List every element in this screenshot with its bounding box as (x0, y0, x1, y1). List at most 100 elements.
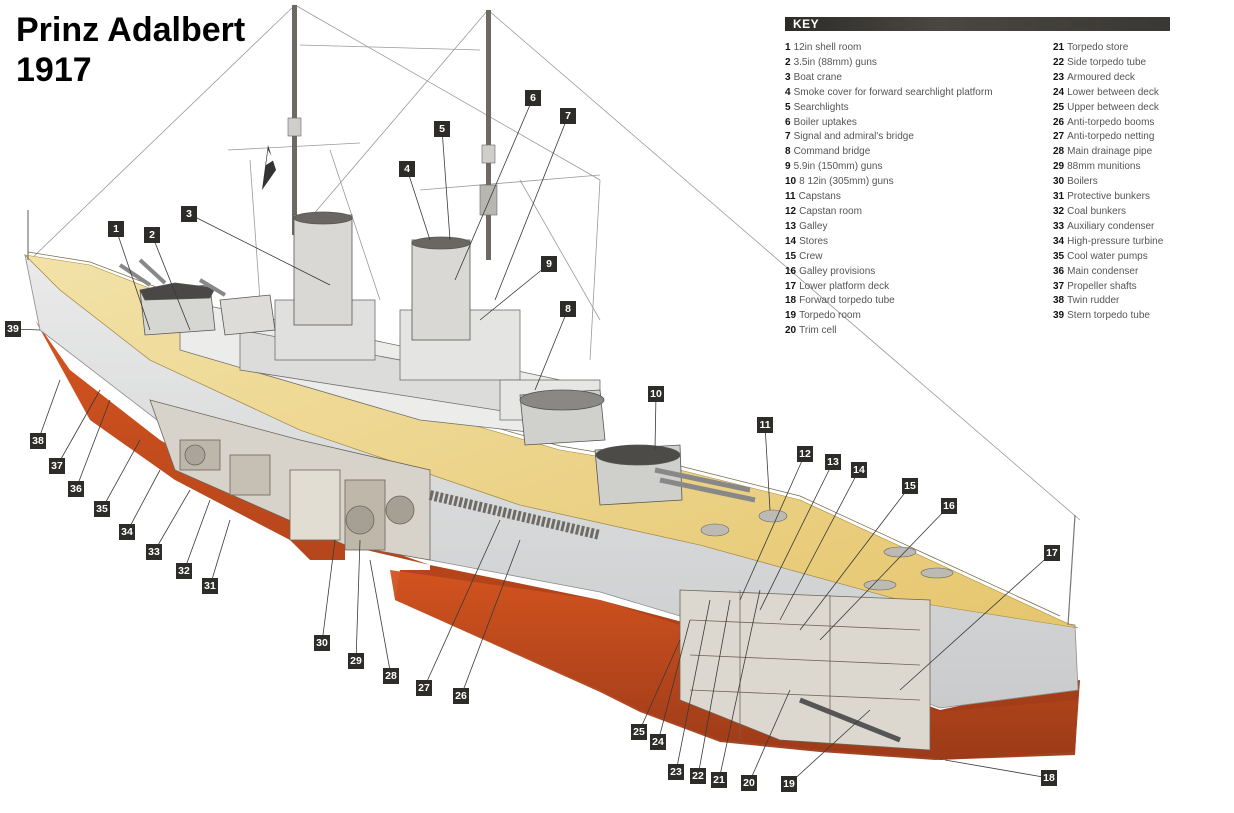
key-item-label: Lower between deck (1067, 86, 1159, 98)
callout-13: 13 (825, 454, 841, 470)
callout-14: 14 (851, 462, 867, 478)
key-item-number: 18 (785, 295, 797, 307)
key-item-label: Main condenser (1067, 265, 1139, 277)
callout-9: 9 (541, 256, 557, 272)
key-item-label: High-pressure turbine (1067, 235, 1164, 247)
key-item-number: 4 (785, 86, 791, 98)
key-item-number: 29 (1053, 161, 1065, 173)
key-item-label: Torpedo room (799, 310, 861, 322)
leader-line (764, 424, 771, 511)
leader-line (654, 393, 657, 451)
key-item-number: 31 (1053, 191, 1065, 203)
key-item-label: Coal bunkers (1067, 205, 1127, 217)
callout-7: 7 (560, 108, 576, 124)
interior-cutaway-aft (149, 399, 431, 561)
funnels (293, 211, 471, 341)
leader-line (183, 499, 211, 572)
leader-line (697, 599, 731, 777)
leader-line (355, 539, 361, 662)
key-item-number: 32 (1053, 205, 1065, 217)
key-item-label: 8 12in (305mm) guns (799, 176, 894, 188)
key-item-number: 12 (785, 205, 797, 217)
callout-8: 8 (560, 301, 576, 317)
key-item-label: Main drainage pipe (1067, 146, 1153, 158)
callout-25: 25 (631, 724, 647, 740)
callout-12: 12 (797, 446, 813, 462)
callout-30: 30 (314, 635, 330, 651)
key-item-label: Lower platform deck (799, 280, 890, 292)
callout-32: 32 (176, 563, 192, 579)
leader-line (406, 168, 431, 241)
key-item-label: Side torpedo tube (1067, 56, 1147, 68)
key-item-number: 11 (785, 191, 796, 203)
leader-line (369, 559, 392, 677)
key-item-label: Command bridge (793, 146, 871, 158)
key-item-label: Galley (799, 220, 828, 232)
leader-line (209, 519, 231, 587)
key-item-label: Galley provisions (799, 265, 876, 277)
key-item-label: Crew (799, 250, 823, 262)
callout-27: 27 (416, 680, 432, 696)
callout-22: 22 (690, 768, 706, 784)
callout-19: 19 (781, 776, 797, 792)
leader-line (115, 228, 151, 331)
key-item-number: 38 (1053, 295, 1065, 307)
key-item-label: Boilers (1067, 176, 1098, 188)
key-item-number: 17 (785, 280, 797, 292)
callout-34: 34 (119, 524, 135, 540)
key-item-number: 33 (1053, 220, 1065, 232)
key-item-number: 10 (785, 176, 797, 188)
leader-line (126, 469, 161, 533)
key-item-number: 21 (1053, 42, 1065, 53)
key-item-label: Stern torpedo tube (1067, 310, 1150, 322)
leader-line (75, 399, 111, 490)
key-item-label: 88mm munitions (1067, 161, 1141, 173)
callout-2: 2 (144, 227, 160, 243)
callout-37: 37 (49, 458, 65, 474)
key-item-number: 20 (785, 325, 797, 337)
key-item-label: Boiler uptakes (793, 116, 857, 128)
key-item-label: 3.5in (88mm) guns (793, 56, 877, 68)
leader-line (321, 539, 336, 644)
callout-6: 6 (525, 90, 541, 106)
leader-line (899, 552, 1053, 691)
leader-line (534, 308, 569, 391)
key-item-number: 34 (1053, 235, 1065, 247)
key-item-label: Protective bunkers (1067, 191, 1150, 203)
key-item-label: Boat crane (793, 71, 842, 83)
callout-3: 3 (181, 206, 197, 222)
key-item-number: 9 (785, 161, 791, 173)
leader-line (37, 379, 61, 442)
key-item-number: 7 (785, 131, 791, 143)
callout-1: 1 (108, 221, 124, 237)
rigging (29, 4, 1081, 521)
bow-jackstaff (27, 210, 1076, 626)
leader-line (675, 599, 711, 773)
leader-line (759, 461, 834, 611)
leader-line (638, 639, 681, 733)
key-item-label: Signal and admiral's bridge (793, 131, 914, 143)
leader-line (944, 759, 1050, 779)
key-item-label: Stores (799, 235, 829, 247)
key-item-number: 1 (785, 42, 791, 53)
